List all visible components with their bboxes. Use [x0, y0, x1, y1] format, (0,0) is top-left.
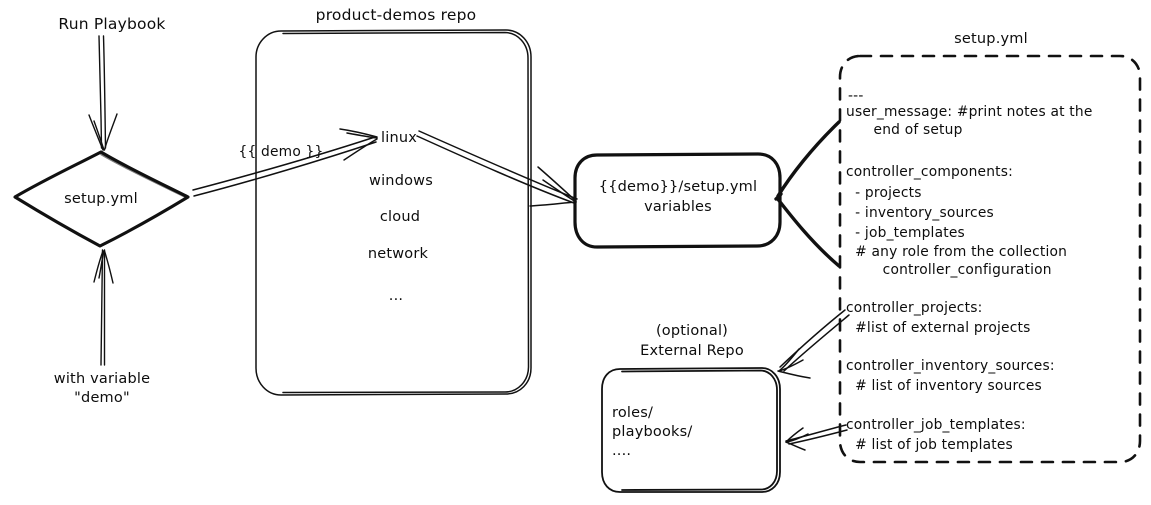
variables-node-shape	[573, 152, 782, 249]
linux-to-variables-arrow	[416, 130, 578, 207]
setup-yml-decision-shape	[13, 150, 190, 248]
controller-projects-arrow	[777, 309, 850, 379]
controller-job-templates-arrow	[785, 424, 848, 451]
product-demos-repo-box	[255, 29, 532, 396]
setup-yml-file-box	[838, 54, 1142, 464]
demo-variable-arrow	[192, 128, 378, 197]
run-playbook-arrow	[88, 35, 118, 151]
external-repo-box	[601, 367, 781, 493]
with-variable-arrow	[93, 249, 114, 366]
setupyml-to-variables-connector	[774, 120, 841, 268]
